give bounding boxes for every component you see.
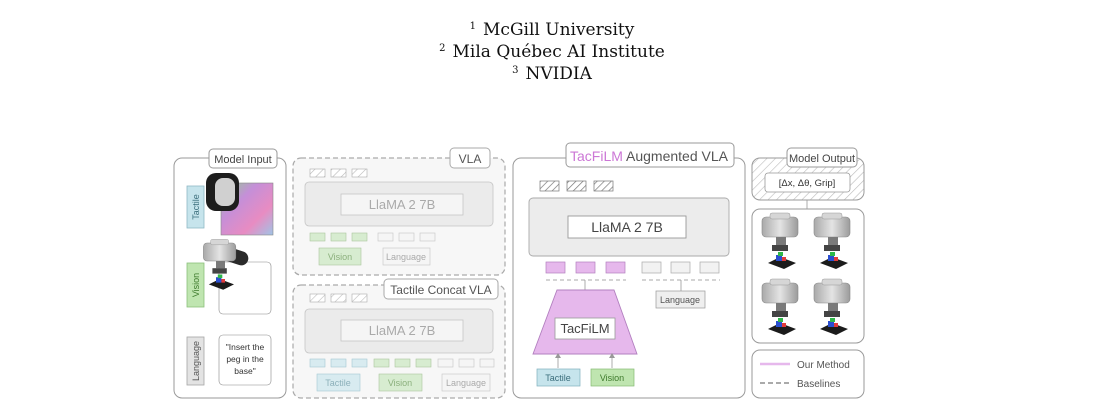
tactile-concat-tactile-tokens: Tactile bbox=[325, 378, 351, 388]
legend bbox=[751, 349, 865, 399]
tactile-input-label: Tactile bbox=[191, 194, 201, 220]
vla-title: VLA bbox=[459, 152, 482, 166]
language-input-label: Language bbox=[191, 341, 201, 381]
tactile-concat-backbone: LlaMA 2 7B bbox=[369, 323, 436, 338]
language-input-row: Language "Insert the peg in the base" bbox=[186, 334, 272, 386]
model-input-title: Model Input bbox=[214, 154, 271, 166]
instruction-line-3: base" bbox=[234, 366, 255, 376]
tactile-concat-panel: Tactile Concat VLA LlaMA 2 7B Tactile Vi… bbox=[292, 278, 506, 399]
vla-vision-tokens: Vision bbox=[328, 252, 352, 262]
legend-baselines: Baselines bbox=[797, 379, 840, 390]
instruction-line-2: peg in the bbox=[226, 354, 264, 364]
tacfilm-panel: TacFiLM Augmented VLA LlaMA 2 7B TacFiLM… bbox=[512, 142, 746, 399]
vla-language-tokens: Language bbox=[386, 252, 426, 262]
vision-input-label: Vision bbox=[191, 273, 201, 297]
instruction-line-1: "Insert the bbox=[226, 342, 265, 352]
model-output-panel: Model Output [Δx, Δθ, Grip] Our Method B… bbox=[751, 147, 865, 399]
tacfilm-module-label: TacFiLM bbox=[560, 321, 609, 336]
tactile-input-row: Tactile bbox=[186, 173, 274, 236]
vla-panel: VLA LlaMA 2 7B Vision Language bbox=[292, 147, 506, 276]
model-output-title: Model Output bbox=[789, 153, 855, 165]
tacfilm-tactile-input: Tactile bbox=[545, 373, 571, 383]
vla-backbone: LlaMA 2 7B bbox=[369, 197, 436, 212]
tactile-concat-title: Tactile Concat VLA bbox=[390, 283, 491, 297]
vision-input-row: Vision bbox=[186, 238, 272, 315]
action-output: [Δx, Δθ, Grip] bbox=[779, 178, 836, 189]
model-input-panel: Model Input Tactile Vision Language "Ins… bbox=[173, 148, 287, 399]
legend-ours: Our Method bbox=[797, 360, 850, 371]
tactile-concat-vision-tokens: Vision bbox=[388, 378, 412, 388]
tacfilm-vision-input: Vision bbox=[600, 373, 624, 383]
tacfilm-language-tokens: Language bbox=[660, 295, 700, 305]
tacfilm-backbone: LlaMA 2 7B bbox=[591, 219, 663, 235]
tacfilm-title: TacFiLM Augmented VLA bbox=[570, 148, 729, 164]
tactile-concat-language-tokens: Language bbox=[446, 378, 486, 388]
